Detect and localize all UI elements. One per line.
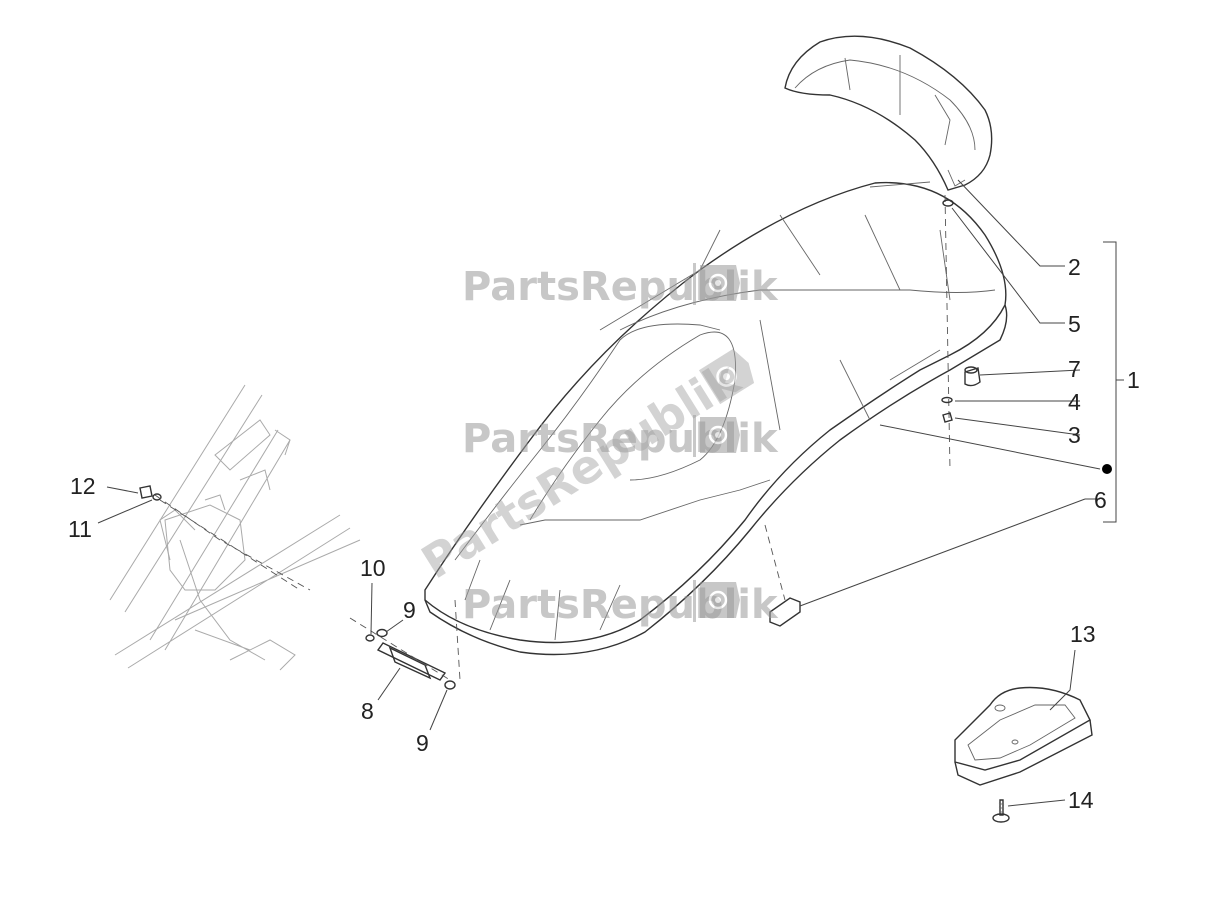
callout-9-upper[interactable]: 9 bbox=[403, 597, 416, 623]
callout-6[interactable]: 6 bbox=[1094, 487, 1107, 513]
storage-tray bbox=[954, 686, 1093, 786]
gear-icon bbox=[698, 349, 755, 405]
watermark-text: PartsRepublik bbox=[412, 350, 750, 589]
watermark-diagonal: PartsRepublik bbox=[412, 349, 755, 589]
callout-12[interactable]: 12 bbox=[70, 473, 96, 499]
seat-hardware bbox=[139, 199, 981, 690]
callout-4[interactable]: 4 bbox=[1068, 389, 1081, 415]
callout-10[interactable]: 10 bbox=[360, 555, 386, 581]
watermark-middle: PartsRepublik bbox=[462, 415, 779, 462]
callout-3[interactable]: 3 bbox=[1068, 422, 1081, 448]
callout-7[interactable]: 7 bbox=[1068, 356, 1081, 382]
seat-saddle bbox=[424, 181, 1008, 681]
gear-icon bbox=[700, 582, 740, 618]
scooter-frame bbox=[109, 384, 361, 671]
callout-8[interactable]: 8 bbox=[361, 698, 374, 724]
tapping-screw bbox=[992, 799, 1010, 823]
watermark-bottom: PartsRepublik bbox=[462, 580, 779, 628]
callout-1[interactable]: 1 bbox=[1127, 367, 1140, 393]
gear-icon bbox=[700, 417, 740, 453]
leader-lines bbox=[97, 179, 1124, 807]
callout-13[interactable]: 13 bbox=[1070, 621, 1096, 647]
backrest-pad bbox=[784, 35, 993, 191]
callout-14[interactable]: 14 bbox=[1068, 787, 1094, 813]
callout-5[interactable]: 5 bbox=[1068, 311, 1081, 337]
bullet-marker bbox=[1102, 464, 1112, 474]
callout-11[interactable]: 11 bbox=[68, 516, 92, 542]
gear-icon bbox=[700, 265, 740, 301]
watermark-top: PartsRepublik bbox=[462, 263, 779, 310]
callout-2[interactable]: 2 bbox=[1068, 254, 1081, 280]
callout-9-lower[interactable]: 9 bbox=[416, 730, 429, 756]
